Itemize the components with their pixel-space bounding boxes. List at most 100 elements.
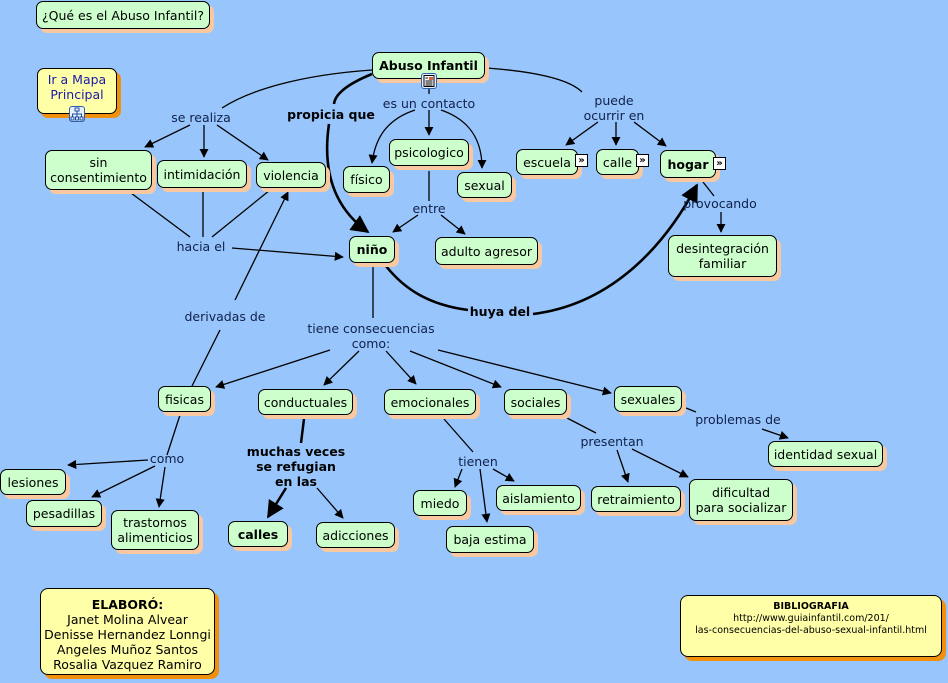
link-hacia-nino [231, 247, 344, 261]
concept-fisico[interactable]: físico [343, 166, 390, 193]
link-fisicas-derivadas [191, 329, 221, 387]
credits-box: ELABORÓ: Janet Molina Alvear Denisse Her… [40, 588, 215, 675]
concept-sin-consentimiento[interactable]: sin consentimiento [45, 150, 152, 190]
concept-nino[interactable]: niño [349, 236, 395, 263]
label-es-un-contacto: es un contacto [382, 96, 476, 111]
concept-calles[interactable]: calles [228, 521, 288, 547]
link-tienen-miedo [453, 468, 463, 488]
link-como-pesadillas [91, 465, 156, 498]
link-conductuales-muchas [299, 418, 306, 444]
concept-pesadillas[interactable]: pesadillas [26, 500, 102, 527]
concept-trastornos-alimenticios[interactable]: trastornos alimenticios [111, 510, 199, 550]
author: Denisse Hernandez Lonngi [44, 627, 211, 642]
label-problemas-de: problemas de [695, 412, 781, 427]
concept-intimidacion[interactable]: intimidación [157, 160, 247, 188]
label-puede-ocurrir-en: puede ocurrir en [583, 93, 645, 123]
link-como-trastornos [155, 466, 166, 508]
concept-miedo[interactable]: miedo [413, 490, 467, 516]
label-presentan: presentan [580, 434, 644, 449]
link-propicia-nino [325, 123, 370, 234]
concept-baja-estima[interactable]: baja estima [446, 526, 534, 553]
concept-escuela[interactable]: escuela [516, 149, 578, 175]
link-como-lesiones [67, 459, 149, 470]
link-puede-hogar [633, 121, 667, 147]
link-contacto-sexual [440, 109, 487, 169]
concept-adulto-agresor[interactable]: adulto agresor [435, 237, 538, 265]
link-fisicas-como [166, 414, 181, 456]
credits-heading: ELABORÓ: [91, 597, 164, 612]
concept-desintegracion-familiar[interactable]: desintegración familiar [668, 235, 777, 277]
concept-conductuales[interactable]: conductuales [258, 389, 353, 415]
link-abuso-propicia [332, 72, 373, 105]
link-tienen-baja [479, 468, 491, 523]
label-tienen: tienen [458, 454, 498, 469]
link-cons-fisicas [215, 349, 331, 389]
author: Angeles Muñoz Santos [56, 642, 199, 657]
link-derivadas-violencia [234, 191, 289, 301]
concept-identidad-sexual[interactable]: identidad sexual [768, 441, 883, 467]
link-muchas-calles [266, 487, 288, 519]
link-muchas-adicciones [316, 487, 344, 519]
link-hogar-provocando [702, 181, 715, 197]
label-huya-del: huya del [469, 304, 531, 319]
nested-map-icon[interactable] [69, 106, 85, 122]
label-derivadas-de: derivadas de [184, 309, 266, 324]
link-problemas-identidad [761, 428, 789, 440]
link-emocionales-tienen [443, 418, 474, 453]
link-tienen-aislamiento [492, 468, 515, 482]
label-hacia-el: hacia el [176, 239, 226, 254]
link-se-realiza-violencia [216, 124, 269, 161]
concept-adicciones[interactable]: adicciones [316, 522, 395, 548]
concept-aislamiento[interactable]: aislamiento [496, 485, 581, 511]
concept-lesiones[interactable]: lesiones [0, 469, 66, 495]
link-cons-emocionales [385, 350, 417, 385]
link-cons-conductuales [323, 350, 360, 386]
submap-link-icon[interactable]: » [575, 154, 588, 167]
bibliography-url-line2[interactable]: las-consecuencias-del-abuso-sexual-infan… [695, 625, 927, 636]
bibliography-heading: BIBLIOGRAFIA [773, 601, 849, 612]
concept-emocionales[interactable]: emocionales [384, 389, 476, 415]
label-propicia-que: propicia que [287, 107, 375, 122]
label-tiene-consecuencias-como: tiene consecuencias como: [307, 321, 435, 351]
document-resource-icon[interactable] [421, 73, 437, 89]
label-provocando: provocando [683, 196, 757, 211]
concept-psicologico[interactable]: psicologico [389, 139, 469, 166]
link-se-realiza-sin [144, 124, 191, 148]
concept-hogar[interactable]: hogar [660, 150, 716, 178]
author: Rosalia Vazquez Ramiro [53, 657, 202, 672]
link-puede-escuela [565, 121, 599, 146]
link-entre-adulto [440, 214, 466, 235]
bibliography-url-line1[interactable]: http://www.guiainfantil.com/201/ [733, 613, 889, 624]
label-muchas-veces-se-refugian: muchas veces se refugian en las [246, 444, 346, 489]
title-node: ¿Qué es el Abuso Infantil? [36, 1, 210, 29]
link-abuso-se-realiza [221, 69, 373, 109]
submap-link-icon[interactable]: » [636, 154, 649, 167]
link-sexuales-problemas [685, 407, 697, 413]
link-sociales-presentan [566, 417, 597, 434]
link-sin-hacia [130, 192, 191, 238]
concept-sexuales[interactable]: sexuales [614, 386, 682, 412]
link-violencia-hacia [211, 189, 271, 238]
label-entre: entre [412, 201, 446, 216]
link-entre-nino [392, 214, 419, 233]
go-to-main-map-node[interactable]: Ir a Mapa Principal [37, 68, 117, 114]
submap-link-icon[interactable]: » [713, 157, 726, 170]
concept-fisicas[interactable]: fisicas [158, 386, 211, 412]
link-presentan-retraimiento [616, 449, 630, 483]
link-cons-sociales [409, 350, 502, 389]
link-presentan-dificultad [631, 448, 689, 478]
concept-sexual[interactable]: sexual [457, 172, 512, 198]
link-nino-huya [384, 265, 469, 312]
concept-violencia[interactable]: violencia [256, 162, 326, 188]
bibliography-box: BIBLIOGRAFIA http://www.guiainfantil.com… [680, 595, 942, 657]
concept-dificultad-para-socializar[interactable]: dificultad para socializar [689, 479, 793, 521]
link-cons-sexuales [437, 349, 612, 396]
concept-retraimiento[interactable]: retraimiento [591, 486, 681, 512]
link-huya-hogar [532, 183, 699, 316]
link-abuso-puede [486, 67, 583, 93]
concept-sociales[interactable]: sociales [504, 389, 567, 415]
label-se-realiza: se realiza [171, 110, 231, 125]
concept-calle[interactable]: calle [596, 149, 639, 175]
author: Janet Molina Alvear [67, 612, 188, 627]
